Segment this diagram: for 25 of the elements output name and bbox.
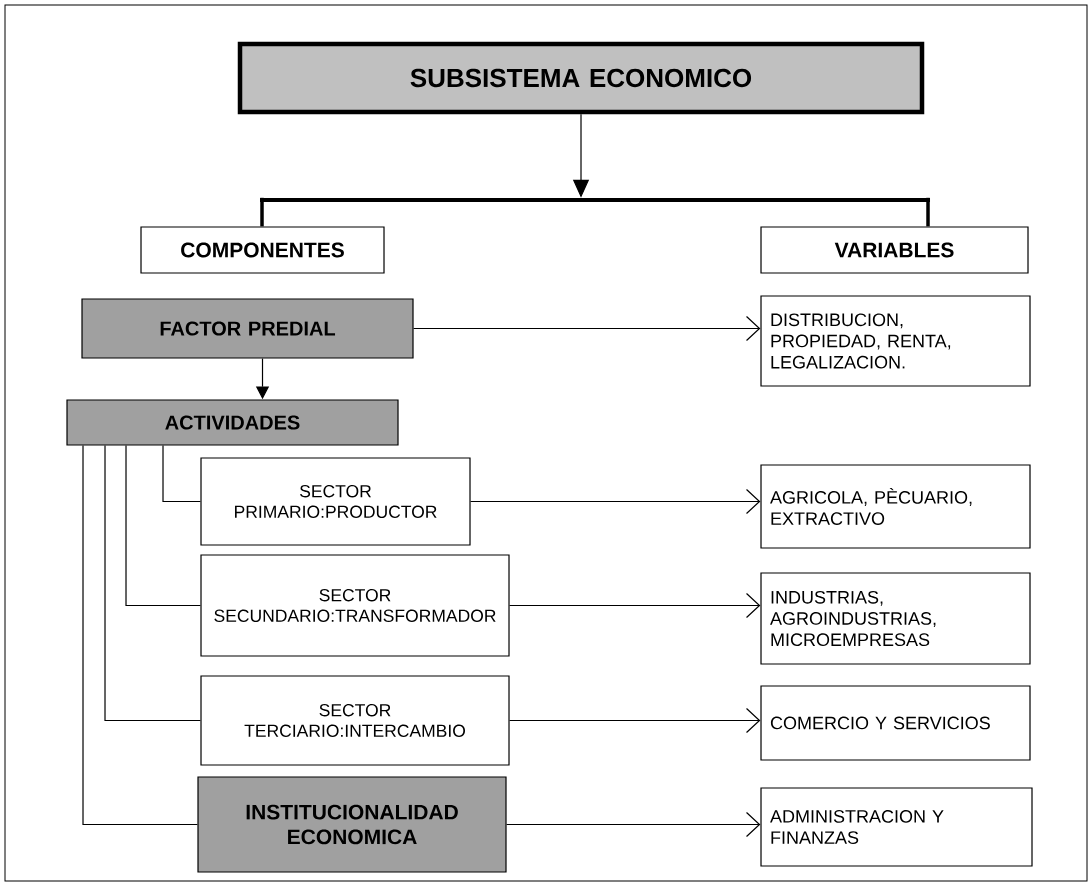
connector-line (125, 445, 201, 607)
connector-line (82, 445, 198, 826)
header-box: COMPONENTES (140, 226, 385, 274)
arrow (506, 811, 761, 838)
component-box: INSTITUCIONALIDAD ECONOMICA (197, 776, 507, 873)
arrow (413, 315, 761, 342)
arrow (509, 707, 761, 734)
header-box: VARIABLES (760, 226, 1029, 274)
component-box: FACTOR PREDIAL (81, 298, 414, 359)
connector-line (260, 197, 264, 227)
sector-box: SECTOR PRIMARIO:PRODUCTOR (200, 457, 471, 546)
title-box: SUBSISTEMA ECONOMICO (237, 41, 925, 115)
connector-line (926, 197, 930, 227)
variable-box: AGRICOLA, PÈCUARIO, EXTRACTIVO (760, 464, 1031, 549)
connector-line (104, 445, 201, 722)
arrow (470, 488, 761, 515)
variable-box: COMERCIO Y SERVICIOS (760, 685, 1031, 761)
sector-box: SECTOR TERCIARIO:INTERCAMBIO (200, 675, 510, 766)
variable-box: INDUSTRIAS, AGROINDUSTRIAS, MICROEMPRESAS (760, 572, 1031, 665)
sector-box: SECTOR SECUNDARIO:TRANSFORMADOR (200, 554, 510, 657)
variable-box: DISTRIBUCION, PROPIEDAD, RENTA, LEGALIZACION. (760, 295, 1031, 387)
variable-box: ADMINISTRACION Y FINANZAS (760, 787, 1033, 867)
component-box: ACTIVIDADES (66, 399, 399, 446)
arrow (509, 592, 761, 619)
connector-line (162, 445, 201, 503)
